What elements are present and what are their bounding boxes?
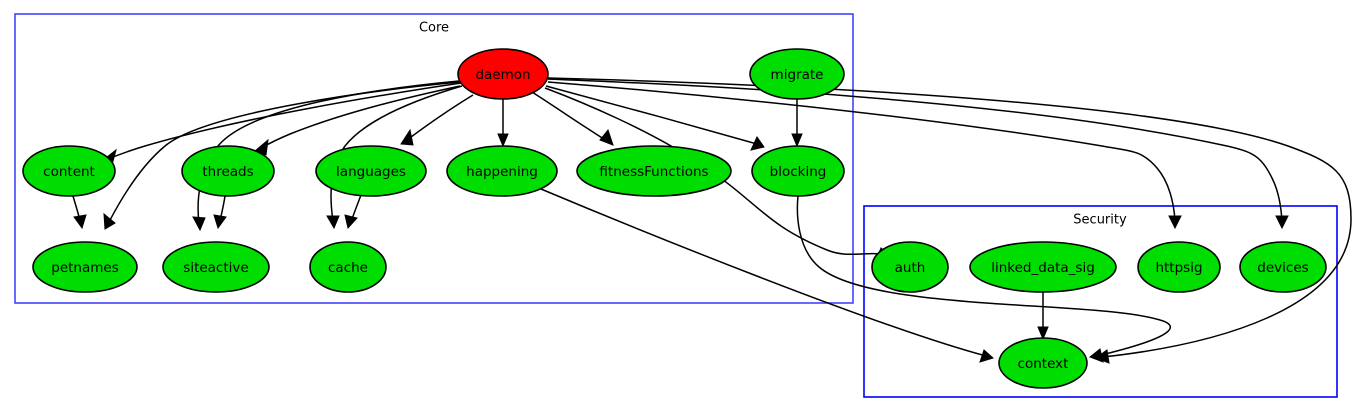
node-auth[interactable]: auth bbox=[871, 241, 949, 293]
node-httpsig[interactable]: httpsig bbox=[1137, 241, 1221, 293]
node-shape-languages[interactable] bbox=[315, 145, 427, 197]
edge-line bbox=[531, 91, 608, 142]
node-shape-daemon[interactable] bbox=[457, 48, 549, 100]
edge-line bbox=[547, 78, 1283, 222]
edge-line bbox=[544, 87, 883, 256]
edge-daemon-to-blocking bbox=[545, 85, 765, 151]
node-shape-cache[interactable] bbox=[309, 241, 387, 293]
node-threads[interactable]: threads bbox=[181, 145, 275, 197]
node-shape-blocking[interactable] bbox=[751, 145, 845, 197]
arrowhead-icon bbox=[497, 133, 509, 148]
node-languages[interactable]: languages bbox=[315, 145, 427, 197]
edge-daemon-to-httpsig bbox=[547, 81, 1182, 230]
edge-line bbox=[260, 85, 461, 149]
edge-line bbox=[547, 81, 1176, 222]
node-shape-siteactive[interactable] bbox=[162, 241, 270, 293]
edge-happening-to-context bbox=[540, 188, 994, 363]
arrowhead-icon bbox=[1037, 326, 1049, 341]
node-shape-devices[interactable] bbox=[1239, 241, 1327, 293]
cluster-security: Security bbox=[863, 205, 1338, 398]
edge-daemon-to-context bbox=[547, 77, 1352, 364]
node-petnames[interactable]: petnames bbox=[32, 241, 138, 293]
arrowhead-icon bbox=[344, 214, 358, 230]
edge-daemon-to-fitnessFunctions bbox=[531, 91, 614, 146]
edge-line bbox=[330, 85, 463, 222]
arrowhead-icon bbox=[326, 215, 340, 230]
arrowhead-icon bbox=[103, 212, 116, 230]
node-context[interactable]: context bbox=[998, 337, 1088, 389]
node-shape-content[interactable] bbox=[22, 145, 116, 197]
edge-migrate-to-blocking bbox=[791, 99, 803, 148]
edges-group bbox=[72, 77, 1352, 364]
arrowhead-icon bbox=[599, 128, 614, 146]
arrowhead-icon bbox=[73, 214, 87, 230]
node-shape-context[interactable] bbox=[998, 337, 1088, 389]
cluster-label-core: Core bbox=[419, 21, 449, 36]
node-linked_data_sig[interactable]: linked_data_sig bbox=[969, 241, 1117, 293]
arrowhead-icon bbox=[750, 136, 765, 151]
node-migrate[interactable]: migrate bbox=[749, 48, 845, 100]
arrowhead-icon bbox=[791, 133, 803, 148]
node-shape-httpsig[interactable] bbox=[1137, 241, 1221, 293]
node-shape-petnames[interactable] bbox=[32, 241, 138, 293]
node-shape-threads[interactable] bbox=[181, 145, 275, 197]
edge-threads-to-siteactive bbox=[213, 195, 227, 230]
cluster-border-security bbox=[863, 205, 1338, 398]
node-shape-happening[interactable] bbox=[446, 145, 558, 197]
edge-content-to-petnames bbox=[72, 195, 87, 230]
cluster-label-security: Security bbox=[1073, 213, 1127, 228]
node-shape-migrate[interactable] bbox=[749, 48, 845, 100]
node-siteactive[interactable]: siteactive bbox=[162, 241, 270, 293]
arrowhead-icon bbox=[979, 349, 994, 363]
node-blocking[interactable]: blocking bbox=[751, 145, 845, 197]
node-content[interactable]: content bbox=[22, 145, 116, 197]
arrowhead-icon bbox=[1168, 215, 1182, 230]
edge-daemon-to-happening bbox=[497, 99, 509, 148]
node-devices[interactable]: devices bbox=[1239, 241, 1327, 293]
edge-line bbox=[540, 188, 987, 357]
edge-line bbox=[545, 85, 758, 145]
edge-blocking-to-context bbox=[796, 195, 1171, 363]
edge-linked_data_sig-to-context bbox=[1037, 292, 1049, 341]
node-shape-fitnessFunctions[interactable] bbox=[576, 145, 732, 197]
edge-line bbox=[406, 94, 474, 141]
arrowhead-icon bbox=[1275, 215, 1289, 230]
node-cache[interactable]: cache bbox=[309, 241, 387, 293]
arrowhead-icon bbox=[1089, 348, 1104, 363]
edge-daemon-to-languages bbox=[400, 94, 474, 146]
node-happening[interactable]: happening bbox=[446, 145, 558, 197]
node-shape-auth[interactable] bbox=[871, 241, 949, 293]
edge-line bbox=[107, 82, 462, 160]
cluster-core: Core bbox=[14, 13, 854, 304]
cluster-border-core bbox=[14, 13, 854, 304]
node-fitnessFunctions[interactable]: fitnessFunctions bbox=[576, 145, 732, 197]
edge-languages-to-cache bbox=[344, 194, 362, 230]
node-daemon[interactable]: daemon bbox=[457, 48, 549, 100]
node-shape-linked_data_sig[interactable] bbox=[969, 241, 1117, 293]
edge-daemon-to-devices bbox=[547, 78, 1289, 230]
arrowhead-icon bbox=[192, 216, 206, 232]
arrowhead-icon bbox=[213, 214, 227, 230]
edge-daemon-to-cache bbox=[326, 85, 463, 230]
edge-line bbox=[796, 195, 1171, 357]
arrowhead-icon bbox=[400, 128, 414, 146]
